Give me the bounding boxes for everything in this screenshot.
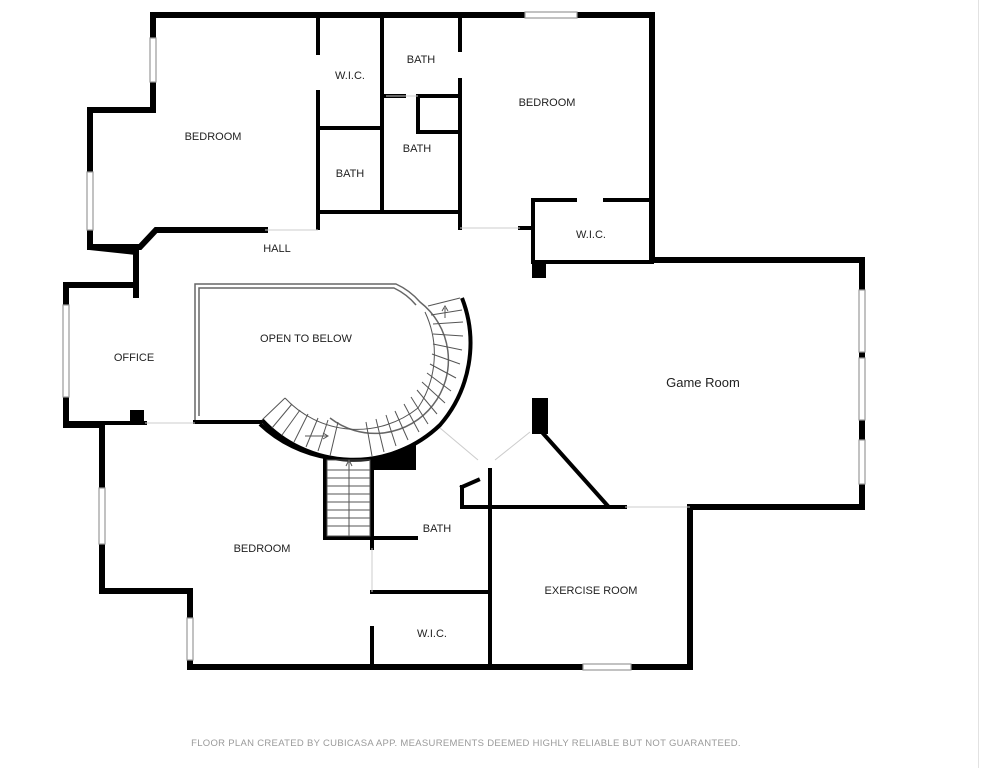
- openings: [145, 95, 690, 592]
- label-office: OFFICE: [114, 352, 154, 364]
- interior-walls: [64, 13, 692, 669]
- label-open-to-below: OPEN TO BELOW: [260, 333, 353, 345]
- room-labels: BEDROOM W.I.C. BATH BEDROOM BATH BATH HA…: [114, 54, 740, 640]
- label-game-room: Game Room: [666, 375, 740, 390]
- disclaimer-footer: FLOOR PLAN CREATED BY CUBICASA APP. MEAS…: [191, 738, 741, 749]
- label-hall: HALL: [263, 243, 291, 255]
- label-bath-mid-left: BATH: [336, 168, 365, 180]
- curved-stair: [258, 297, 473, 462]
- open-to-below-railing: [194, 283, 450, 435]
- label-wic-top: W.I.C.: [335, 70, 365, 82]
- label-bedroom-sw: BEDROOM: [234, 543, 291, 555]
- label-wic-ne: W.I.C.: [576, 229, 606, 241]
- label-bedroom-nw: BEDROOM: [185, 131, 242, 143]
- straight-stair: [326, 458, 371, 537]
- exterior-walls: [63, 12, 865, 670]
- label-bath-mid-right: BATH: [403, 143, 432, 155]
- label-exercise-room: EXERCISE ROOM: [545, 585, 638, 597]
- viewer-edge: [978, 0, 979, 768]
- label-bedroom-ne: BEDROOM: [519, 97, 576, 109]
- solid-columns: [130, 260, 548, 470]
- label-bath-bottom: BATH: [423, 523, 452, 535]
- windows: [62, 11, 866, 671]
- label-wic-bottom: W.I.C.: [417, 628, 447, 640]
- label-bath-top: BATH: [407, 54, 436, 66]
